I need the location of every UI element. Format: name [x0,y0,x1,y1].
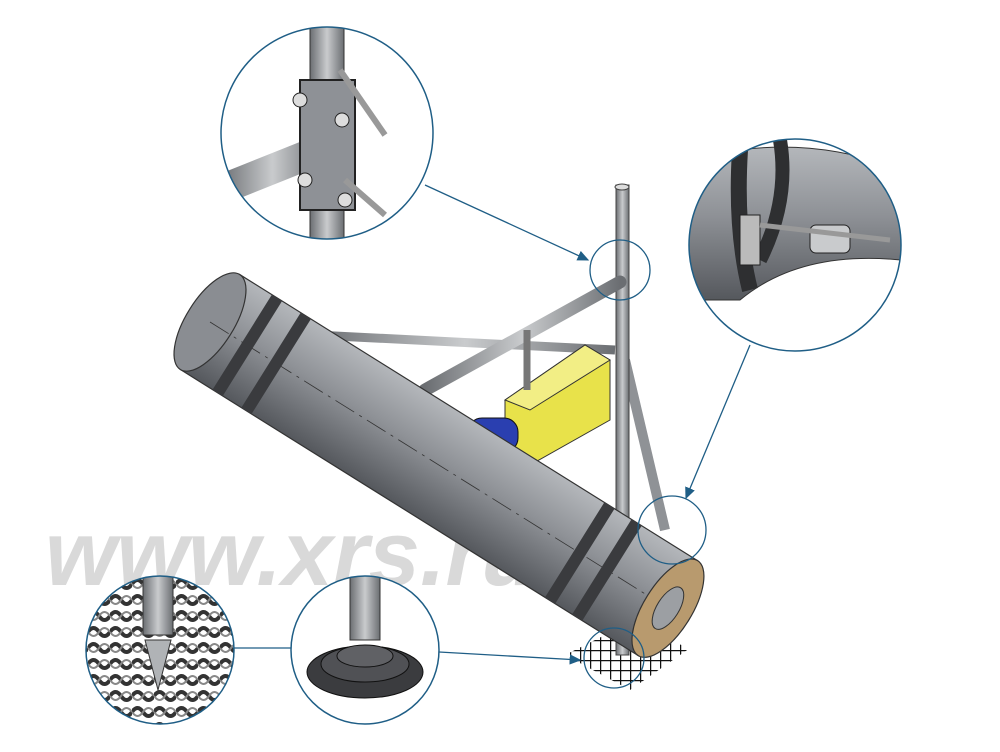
callout-circle [688,138,902,352]
leader-line [424,184,590,261]
upper-brace-rod [314,330,616,355]
lower-brace-rod [620,358,670,532]
pipe-band [572,519,642,621]
callout-circle [220,26,434,240]
pipe-strap-clamp-detail [689,139,901,351]
disc-foot-detail [291,576,439,724]
mesh-spike-foot-detail [86,576,234,724]
leader-line [685,344,751,500]
foot-marker [583,627,645,689]
pole-clamp-marker [589,239,651,301]
callout-circle [85,575,235,725]
insulated-pipe [173,272,705,658]
pipe-band [241,312,311,415]
strap-clamp-marker [637,495,707,565]
pole-clamp-detail [221,27,433,239]
horizontal-arm [418,275,627,397]
pipe-band [544,502,615,604]
callout-circle [290,575,440,725]
leader-line [438,651,582,665]
pipe-band [212,294,283,396]
